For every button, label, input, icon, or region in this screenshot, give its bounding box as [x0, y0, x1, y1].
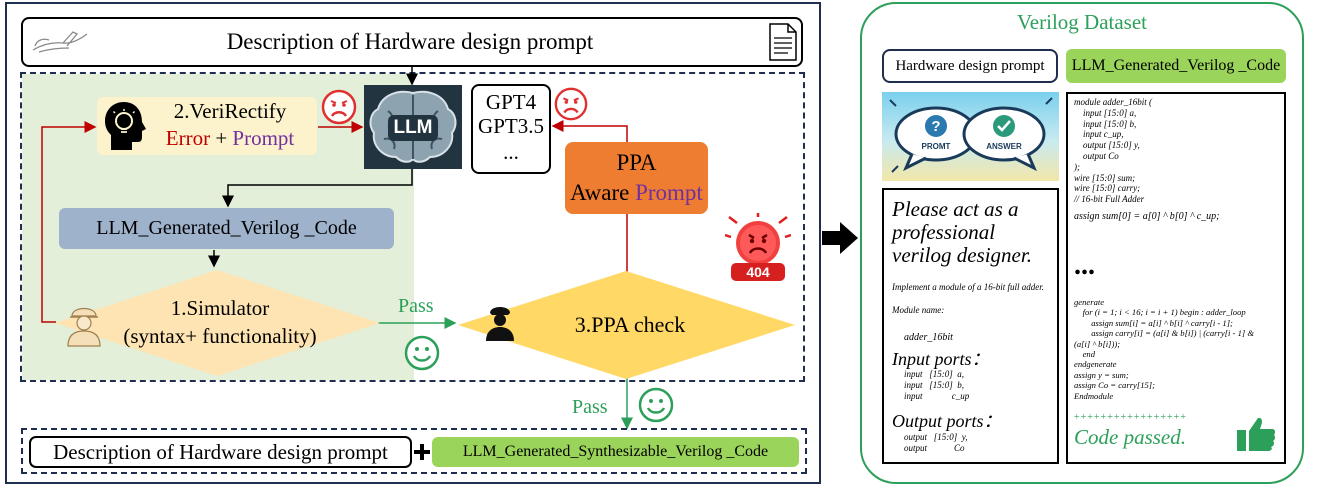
- document-icon: [769, 23, 797, 61]
- ppa-aware-prompt-box: [565, 142, 708, 214]
- svg-text:?: ?: [931, 118, 940, 135]
- input-port-a: input [15:0] a,: [904, 369, 965, 379]
- prompt-card-headline: Please act as a professional verilog des…: [892, 197, 1032, 267]
- simulator-subtitle: (syntax+ functionality): [123, 324, 317, 348]
- hand-writing-icon: [32, 31, 88, 53]
- head-lightbulb-icon: [105, 102, 146, 150]
- chat-bubbles-icon: ?: [889, 97, 1053, 173]
- output-dashed-region: [21, 428, 807, 474]
- header-prompt-box: Hardware design prompt: [882, 49, 1058, 83]
- ppa-prompt-line2: Aware Prompt: [565, 180, 708, 206]
- sad-404-icon: [725, 213, 791, 281]
- dataset-title: Verilog Dataset: [1016, 10, 1148, 34]
- input-port-b: input [15:0] b,: [904, 380, 965, 390]
- model-gpt4: GPT4: [485, 90, 537, 114]
- code-card: [1066, 92, 1286, 464]
- error-404-label: 404: [746, 264, 770, 280]
- left-arrows-layer: [41, 67, 633, 430]
- code-plus-row: +++++++++++++++++: [1074, 412, 1187, 423]
- bottom-code-box: LLM_Generated_Synthesizable_Verilog _Cod…: [432, 437, 799, 467]
- generated-code-box: LLM_Generated_Verilog _Code: [59, 208, 394, 249]
- pass-label-2: Pass: [572, 396, 608, 418]
- verirectify-title: 2.VeriRectify: [173, 99, 287, 123]
- prompt-card-line1: Implement a module of a 16-bit full adde…: [892, 282, 1044, 292]
- top-prompt-box: [21, 17, 803, 67]
- models-box: [471, 84, 551, 174]
- simulator-diamond: [55, 270, 380, 376]
- pass-label-1: Pass: [398, 295, 434, 317]
- prompt-module-name: adder_16bit: [904, 332, 953, 343]
- code-passed-label: Code passed.: [1074, 425, 1186, 449]
- llm-label: LLM: [388, 115, 438, 141]
- code-assign-line: assign sum[0] = a[0] ^ b[0] ^ c_up;: [1074, 211, 1220, 222]
- output-port-co: output Co: [904, 443, 965, 453]
- police-officer-icon: [486, 307, 514, 341]
- dataset-panel: [860, 2, 1304, 484]
- code-block-bottom: generate for (i = 1; i < 16; i = i + 1) …: [1074, 297, 1255, 401]
- simulator-title: 1.Simulator: [170, 296, 270, 320]
- prompt-card-line2: Module name:: [892, 305, 945, 315]
- ppa-prompt-word: Prompt: [635, 180, 703, 205]
- code-block-top: module adder_16bit ( input [15:0] a, inp…: [1074, 97, 1152, 205]
- code-ellipsis: ...: [1074, 250, 1095, 281]
- big-right-arrow-icon: [822, 222, 858, 254]
- aware-word: Aware: [570, 180, 636, 205]
- left-panel-frame: [5, 2, 821, 484]
- plus-icon: [414, 444, 430, 460]
- error-word: Error: [165, 125, 211, 150]
- output-port-y: output [15:0] y,: [904, 432, 968, 442]
- engineer-icon: [67, 307, 101, 347]
- top-prompt-text: Description of Hardware design prompt: [226, 29, 594, 54]
- sad-face-icon-2: [554, 87, 588, 121]
- ppa-prompt-line1: PPA: [616, 150, 657, 175]
- prompt-word: Prompt: [232, 125, 295, 150]
- model-gpt35: GPT3.5: [478, 114, 544, 138]
- ppa-check-diamond: [458, 271, 795, 379]
- llm-brain-image: LLM: [364, 85, 462, 169]
- plus-sign: +: [210, 125, 233, 150]
- happy-face-icon-2: [638, 387, 674, 423]
- output-ports-heading: Output ports：: [892, 411, 1002, 431]
- happy-face-icon-1: [404, 335, 440, 371]
- prompt-card: [882, 188, 1059, 464]
- ppa-check-title: 3.PPA check: [574, 312, 686, 337]
- model-ellipsis: ...: [503, 140, 519, 164]
- sad-face-icon-1: [321, 89, 357, 125]
- bubble-question-label: PROMT: [921, 141, 951, 151]
- input-ports-heading: Input ports：: [892, 349, 990, 369]
- prompt-answer-image: ? PROMT ANSWER: [882, 92, 1059, 181]
- verirectify-subtitle: Error + Prompt: [150, 125, 310, 151]
- header-code-box: LLM_Generated_Verilog _Code: [1066, 49, 1286, 83]
- bubble-answer-label: ANSWER: [986, 141, 1022, 151]
- bottom-prompt-box: Description of Hardware design prompt: [29, 436, 412, 468]
- thumbs-up-icon: [1237, 417, 1276, 451]
- input-port-cup: input c_up: [904, 391, 970, 401]
